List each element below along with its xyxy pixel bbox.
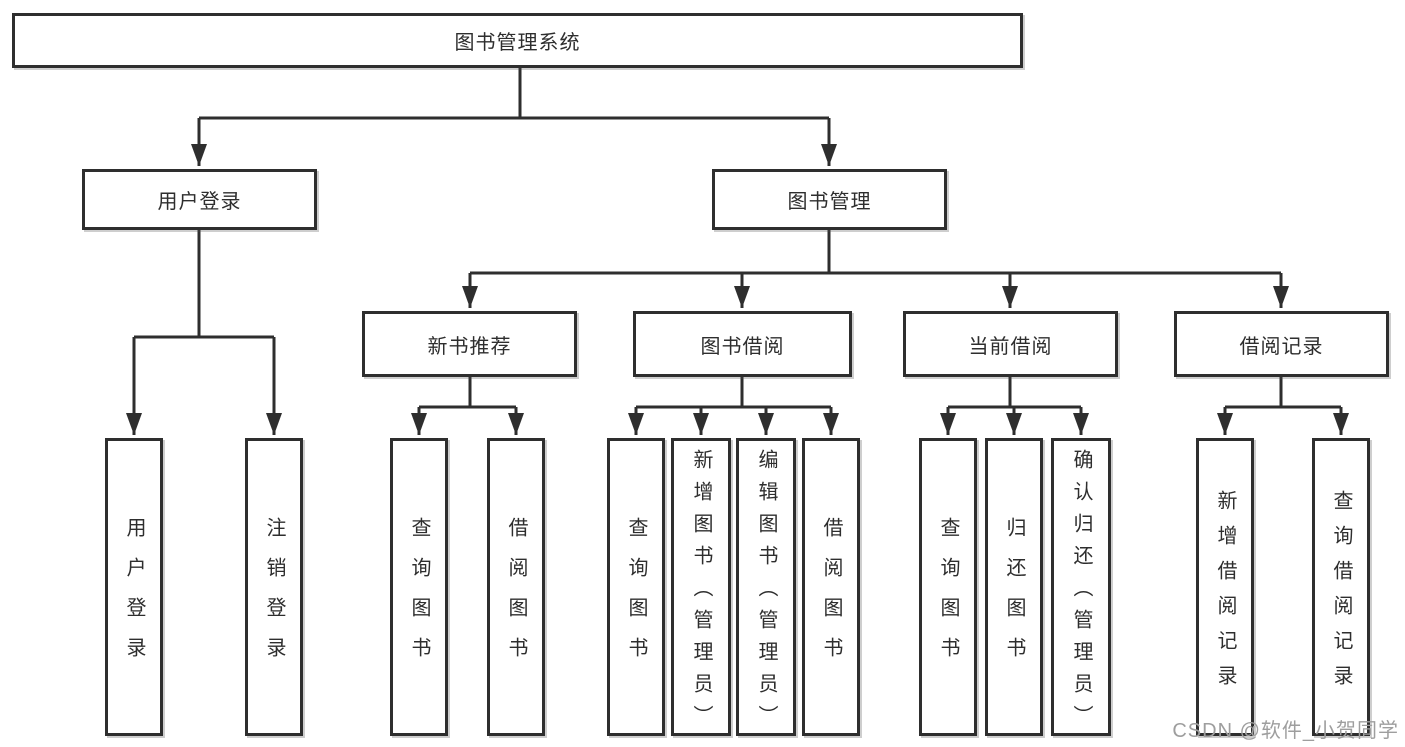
node-root: 图书管理系统	[12, 13, 1023, 68]
node-user-login: 用户登录	[82, 169, 317, 230]
leaf-edit-books-admin: 编辑图书（管理员）	[736, 438, 796, 737]
leaf-logout: 注销登录	[245, 438, 303, 736]
node-book-management: 图书管理	[712, 169, 947, 230]
node-book-borrow: 图书借阅	[633, 311, 852, 377]
leaf-label: 借阅图书	[820, 517, 842, 677]
leaf-return-books: 归还图书	[985, 438, 1043, 736]
leaf-borrow-books: 借阅图书	[487, 438, 545, 736]
leaf-borrow-books: 借阅图书	[802, 438, 860, 736]
leaf-query-borrow-record: 查询借阅记录	[1312, 438, 1370, 736]
leaf-add-books-admin: 新增图书（管理员）	[671, 438, 731, 737]
leaf-label: 借阅图书	[505, 517, 527, 677]
leaf-label: 注销登录	[263, 517, 285, 677]
leaf-label: 新增图书（管理员）	[690, 449, 712, 737]
leaf-label: 查询图书	[408, 517, 430, 677]
leaf-query-books: 查询图书	[607, 438, 665, 736]
leaf-label: 用户登录	[123, 517, 145, 677]
leaf-confirm-return-admin: 确认归还（管理员）	[1051, 438, 1111, 737]
leaf-label: 查询图书	[625, 517, 647, 677]
leaf-query-books: 查询图书	[919, 438, 977, 736]
leaf-label: 归还图书	[1003, 517, 1025, 677]
leaf-add-borrow-record: 新增借阅记录	[1196, 438, 1254, 736]
node-new-book-recommend: 新书推荐	[362, 311, 577, 377]
leaf-query-books: 查询图书	[390, 438, 448, 736]
leaf-label: 确认归还（管理员）	[1070, 449, 1092, 737]
node-current-borrow: 当前借阅	[903, 311, 1118, 377]
node-borrow-records: 借阅记录	[1174, 311, 1389, 377]
leaf-label: 查询图书	[937, 517, 959, 677]
leaf-label: 编辑图书（管理员）	[755, 449, 777, 737]
csdn-watermark: CSDN @软件_小贺同学	[1172, 720, 1399, 742]
leaf-label: 新增借阅记录	[1214, 489, 1236, 700]
leaf-user-login: 用户登录	[105, 438, 163, 736]
leaf-label: 查询借阅记录	[1330, 489, 1352, 700]
